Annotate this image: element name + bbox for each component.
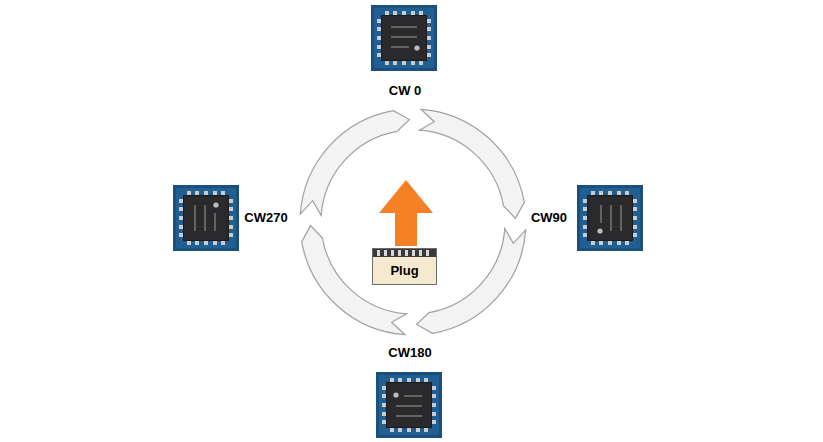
chip-photo bbox=[173, 185, 239, 251]
chip-photo bbox=[577, 185, 643, 251]
orientation-label: CW90 bbox=[531, 210, 567, 225]
plug-pins bbox=[377, 250, 429, 256]
plug-label: Plug bbox=[390, 263, 418, 284]
orientation-label: CW180 bbox=[388, 345, 431, 360]
plug-pin-strip bbox=[373, 249, 436, 257]
chip-photo bbox=[371, 5, 437, 71]
orientation-label: CW270 bbox=[244, 210, 287, 225]
chip-photo bbox=[376, 372, 442, 438]
orientation-label: CW 0 bbox=[389, 83, 422, 98]
rotation-arrow bbox=[419, 109, 524, 218]
direction-arrow bbox=[379, 180, 433, 246]
connector-plug: Plug bbox=[372, 248, 437, 285]
